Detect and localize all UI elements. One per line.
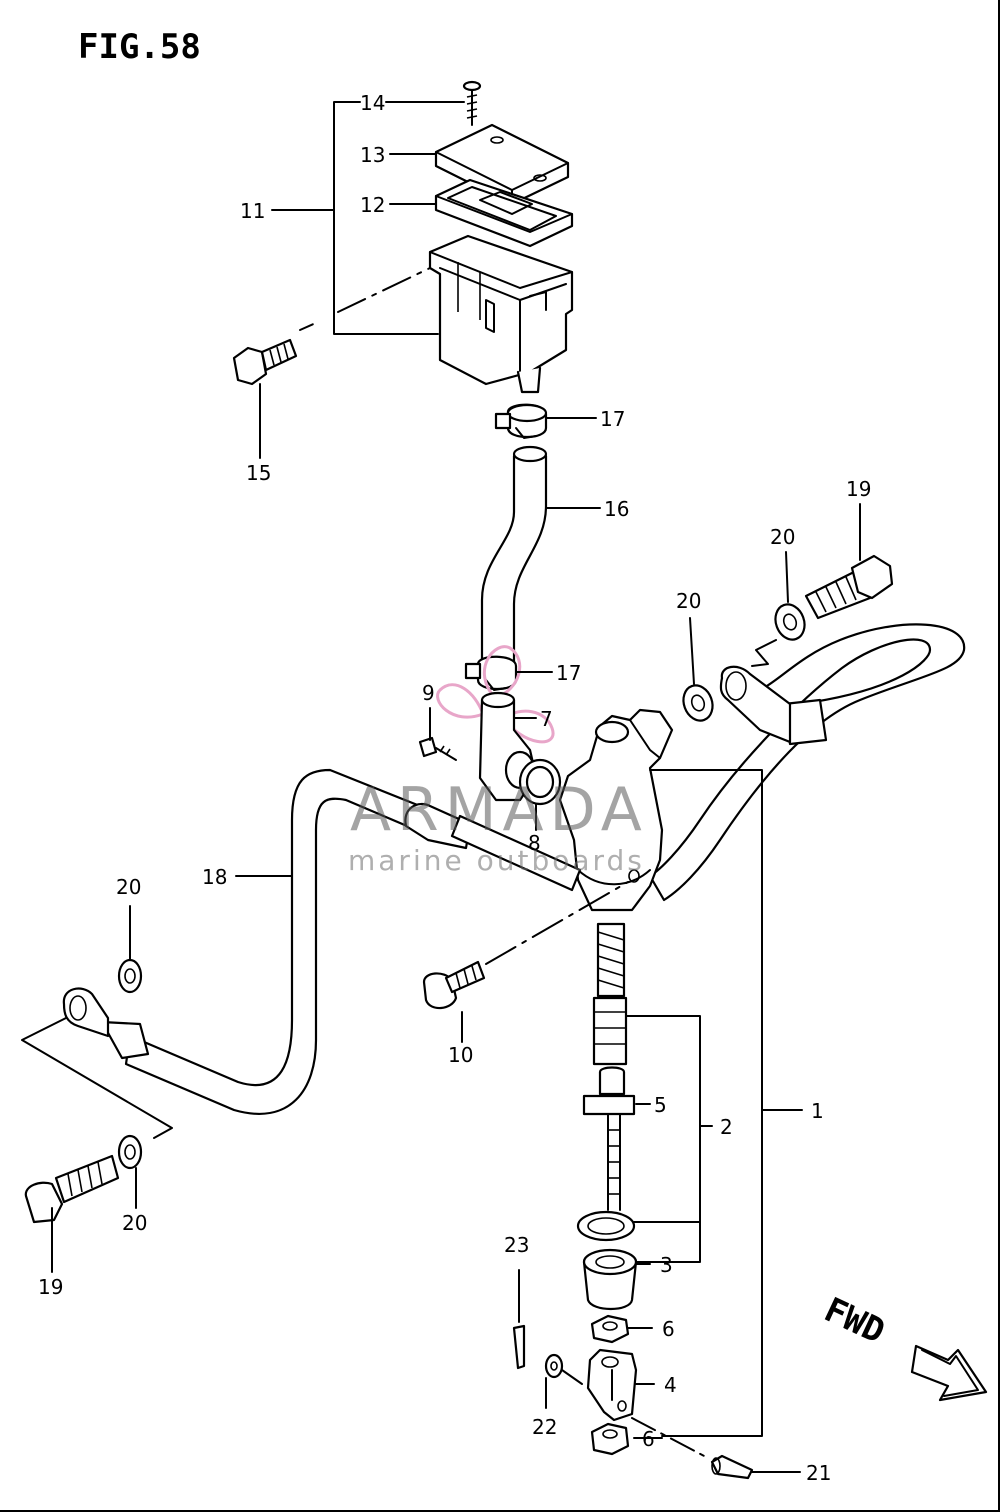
leader-lines <box>235 417 861 1473</box>
master-cylinder-body-icon <box>558 708 674 912</box>
callout-14: 14 <box>360 91 385 115</box>
piston-assembly-icon <box>582 922 636 1211</box>
reservoir-cap-icon <box>434 123 570 206</box>
callout-2: 2 <box>720 1115 733 1139</box>
nut-6-lower-icon <box>590 1422 630 1456</box>
bolt-15-icon <box>232 338 298 386</box>
hose-clamp-lower-icon <box>464 655 518 691</box>
right-border <box>998 0 1000 1512</box>
callout-1: 1 <box>811 1099 824 1123</box>
washer-20-lower-icon <box>117 1134 143 1170</box>
callout-9: 9 <box>422 681 435 705</box>
callout-6-upper: 6 <box>662 1317 675 1341</box>
screw-14-icon <box>462 80 482 126</box>
callout-4: 4 <box>664 1373 677 1397</box>
figure-title: FIG.58 <box>78 27 201 67</box>
callout-20-left: 20 <box>116 875 141 899</box>
callout-11: 11 <box>240 199 265 223</box>
washer-20-right-icon <box>774 603 806 641</box>
washer-20-upper-icon <box>682 684 714 722</box>
callout-19-lower: 19 <box>38 1275 63 1299</box>
banjo-bolt-lower-icon <box>24 1154 120 1224</box>
washer-20-left-icon <box>117 958 143 994</box>
hose-18-icon <box>100 768 582 1115</box>
callout-8: 8 <box>528 831 541 855</box>
boot-3-icon <box>582 1248 638 1311</box>
callout-18: 18 <box>202 865 227 889</box>
callout-16: 16 <box>604 497 629 521</box>
callout-20-upper-middle: 20 <box>676 589 701 613</box>
callout-labels: 1 2 3 4 5 6 6 7 8 9 10 11 12 13 14 15 16… <box>38 91 871 1485</box>
nut-6-upper-icon <box>590 1314 630 1344</box>
watermark-brand: ARMADA <box>350 775 648 845</box>
hose-right-icon <box>648 623 966 902</box>
callout-12: 12 <box>360 193 385 217</box>
callout-22: 22 <box>532 1415 557 1439</box>
callout-7: 7 <box>540 707 553 731</box>
callout-20-upper-right: 20 <box>770 525 795 549</box>
callout-19-upper: 19 <box>846 477 871 501</box>
banjo-fitting-lower-icon <box>62 987 110 1038</box>
callout-17-lower: 17 <box>556 661 581 685</box>
clevis-4-icon <box>586 1348 638 1422</box>
forward-label: FWD <box>818 1290 891 1352</box>
diaphragm-icon <box>434 178 574 248</box>
callout-3: 3 <box>660 1253 673 1277</box>
callout-17-upper: 17 <box>600 407 625 431</box>
banjo-bolt-upper-icon <box>804 554 894 620</box>
hose-clamp-upper-icon <box>494 403 548 439</box>
watermark-subtitle: marine outboards <box>348 844 645 877</box>
bottom-border <box>0 1510 1000 1512</box>
screw-9-icon <box>418 736 457 761</box>
bracket-11 <box>259 101 465 459</box>
bolt-10-icon <box>422 881 629 1043</box>
callout-21: 21 <box>806 1461 831 1485</box>
cotter-pin-icon <box>512 1269 526 1370</box>
callout-6-lower: 6 <box>642 1427 655 1451</box>
reservoir-tank-icon <box>428 234 574 394</box>
clevis-pin-icon <box>631 1417 754 1480</box>
hose-16-icon <box>480 445 548 670</box>
washer-22-icon <box>544 1353 583 1409</box>
callout-15: 15 <box>246 461 271 485</box>
o-ring-8-icon <box>518 758 562 806</box>
callout-5: 5 <box>654 1093 667 1117</box>
reservoir-assembly <box>428 80 574 394</box>
callout-20-lower: 20 <box>122 1211 147 1235</box>
callout-23: 23 <box>504 1233 529 1257</box>
snap-ring-icon <box>576 1210 636 1242</box>
forward-arrow-icon: FWD <box>818 1290 988 1402</box>
callout-13: 13 <box>360 143 385 167</box>
bracket-lower-left <box>21 905 173 1273</box>
callout-10: 10 <box>448 1043 473 1067</box>
